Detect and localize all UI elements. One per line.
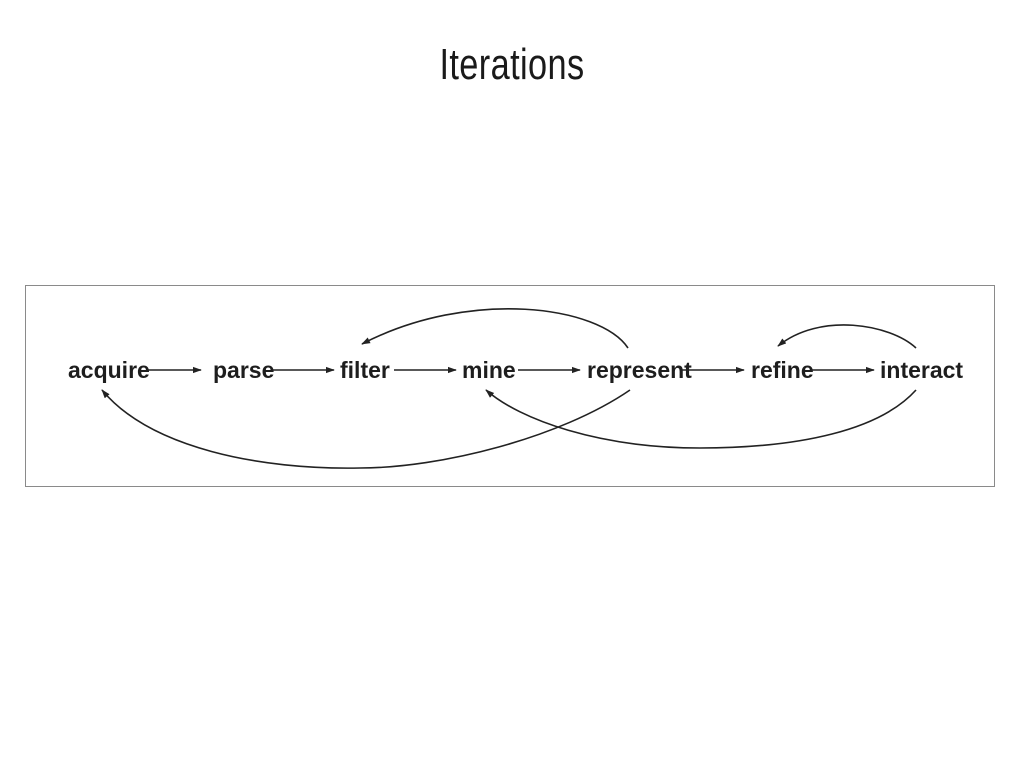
edge-interact-mine-loop <box>485 389 917 449</box>
figure-frame <box>25 285 995 487</box>
node-refine: refine <box>751 357 814 383</box>
edge-represent-filter-loop <box>361 307 629 349</box>
node-interact: interact <box>880 357 963 383</box>
node-acquire: acquire <box>68 357 150 383</box>
node-filter: filter <box>340 357 390 383</box>
slide-title: Iterations <box>439 40 585 89</box>
node-parse: parse <box>213 357 274 383</box>
node-represent: represent <box>587 357 692 383</box>
edge-interact-refine-loop <box>777 324 917 349</box>
edge-represent-acquire-loop <box>101 389 631 469</box>
node-mine: mine <box>462 357 516 383</box>
